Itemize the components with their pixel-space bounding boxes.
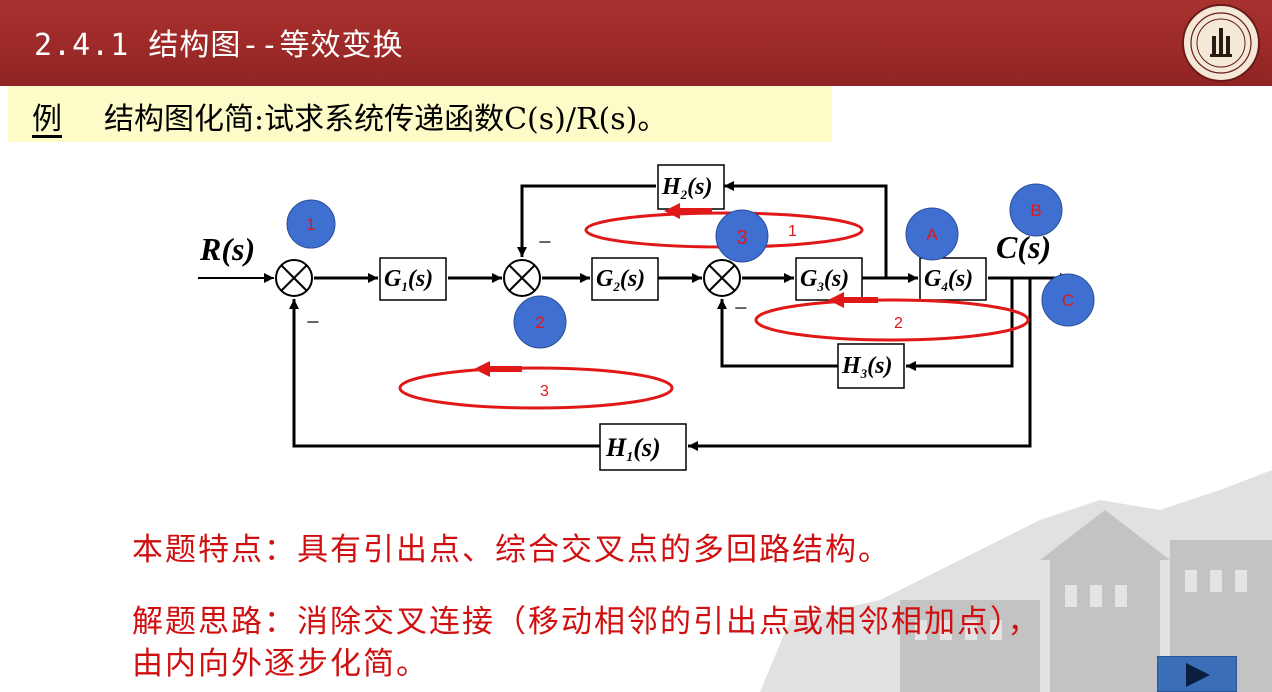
solution-idea-line-1: 解题思路：消除交叉连接（移动相邻的引出点或相邻相加点），	[132, 604, 1041, 640]
block-h1-box	[599, 423, 687, 471]
block-h2: H2(s)	[661, 174, 713, 202]
block-g3: G3(s)	[800, 266, 849, 294]
h1-feedback-path	[289, 299, 600, 448]
loop-1-label: 1	[788, 223, 797, 240]
example-question: 结构图化简:试求系统传递函数C(s)/R(s)。	[104, 102, 668, 137]
marker-c-label: C	[1062, 291, 1074, 310]
block-g1: G1(s)	[384, 266, 433, 294]
block-g4-box	[919, 257, 987, 301]
minus-sign-sum3: −	[734, 296, 748, 322]
marker-sum3	[715, 209, 769, 263]
marker-sum3-label: 3	[736, 227, 747, 249]
marker-b	[1009, 183, 1063, 237]
slide-title: 2.4.1 结构图--等效变换	[34, 28, 404, 63]
play-right-icon	[1186, 663, 1210, 687]
marker-a-label: A	[926, 225, 938, 244]
example-tag: 例	[32, 102, 62, 137]
block-g2: G2(s)	[596, 266, 645, 294]
next-slide-button[interactable]	[1157, 656, 1237, 692]
marker-sum1-label: 1	[306, 215, 315, 234]
problem-feature-note: 本题特点：具有引出点、综合交叉点的多回路结构。	[132, 532, 891, 568]
loop-3-ellipse	[398, 366, 674, 410]
marker-b-label: B	[1030, 201, 1041, 220]
block-h3: H3(s)	[841, 353, 893, 381]
loop-2-label: 2	[894, 315, 903, 332]
input-label: R(s)	[199, 231, 255, 267]
summing-junction-1	[275, 259, 313, 297]
minus-sign-sum2: −	[538, 230, 552, 256]
block-g2-box	[591, 257, 659, 301]
marker-sum2	[513, 295, 567, 349]
summing-junction-2	[503, 259, 541, 297]
summing-junction-3	[703, 259, 741, 297]
example-banner: 例 结构图化简:试求系统传递函数C(s)/R(s)。	[8, 86, 832, 142]
loop-2-ellipse	[754, 298, 1030, 342]
block-g1-box	[379, 257, 447, 301]
h2-forward-path	[724, 181, 888, 278]
header-bar: 2.4.1 结构图--等效变换	[0, 0, 1272, 86]
h3-forward-path	[906, 278, 1014, 371]
marker-sum1	[286, 199, 336, 249]
marker-a	[905, 207, 959, 261]
minus-sign-sum1: −	[306, 310, 320, 336]
block-h1: H1(s)	[605, 433, 661, 465]
block-g4: G4(s)	[924, 266, 973, 294]
solution-idea-line-2: 由内向外逐步化简。	[132, 646, 429, 682]
marker-sum2-label: 2	[535, 313, 544, 332]
loop-3-label: 3	[540, 383, 549, 400]
marker-c	[1041, 273, 1095, 327]
h2-feedback-path	[517, 184, 656, 257]
h1-forward-path	[688, 278, 1032, 451]
h3-feedback-path	[717, 299, 838, 368]
university-seal-icon	[1182, 4, 1260, 82]
block-h3-box	[837, 343, 905, 389]
